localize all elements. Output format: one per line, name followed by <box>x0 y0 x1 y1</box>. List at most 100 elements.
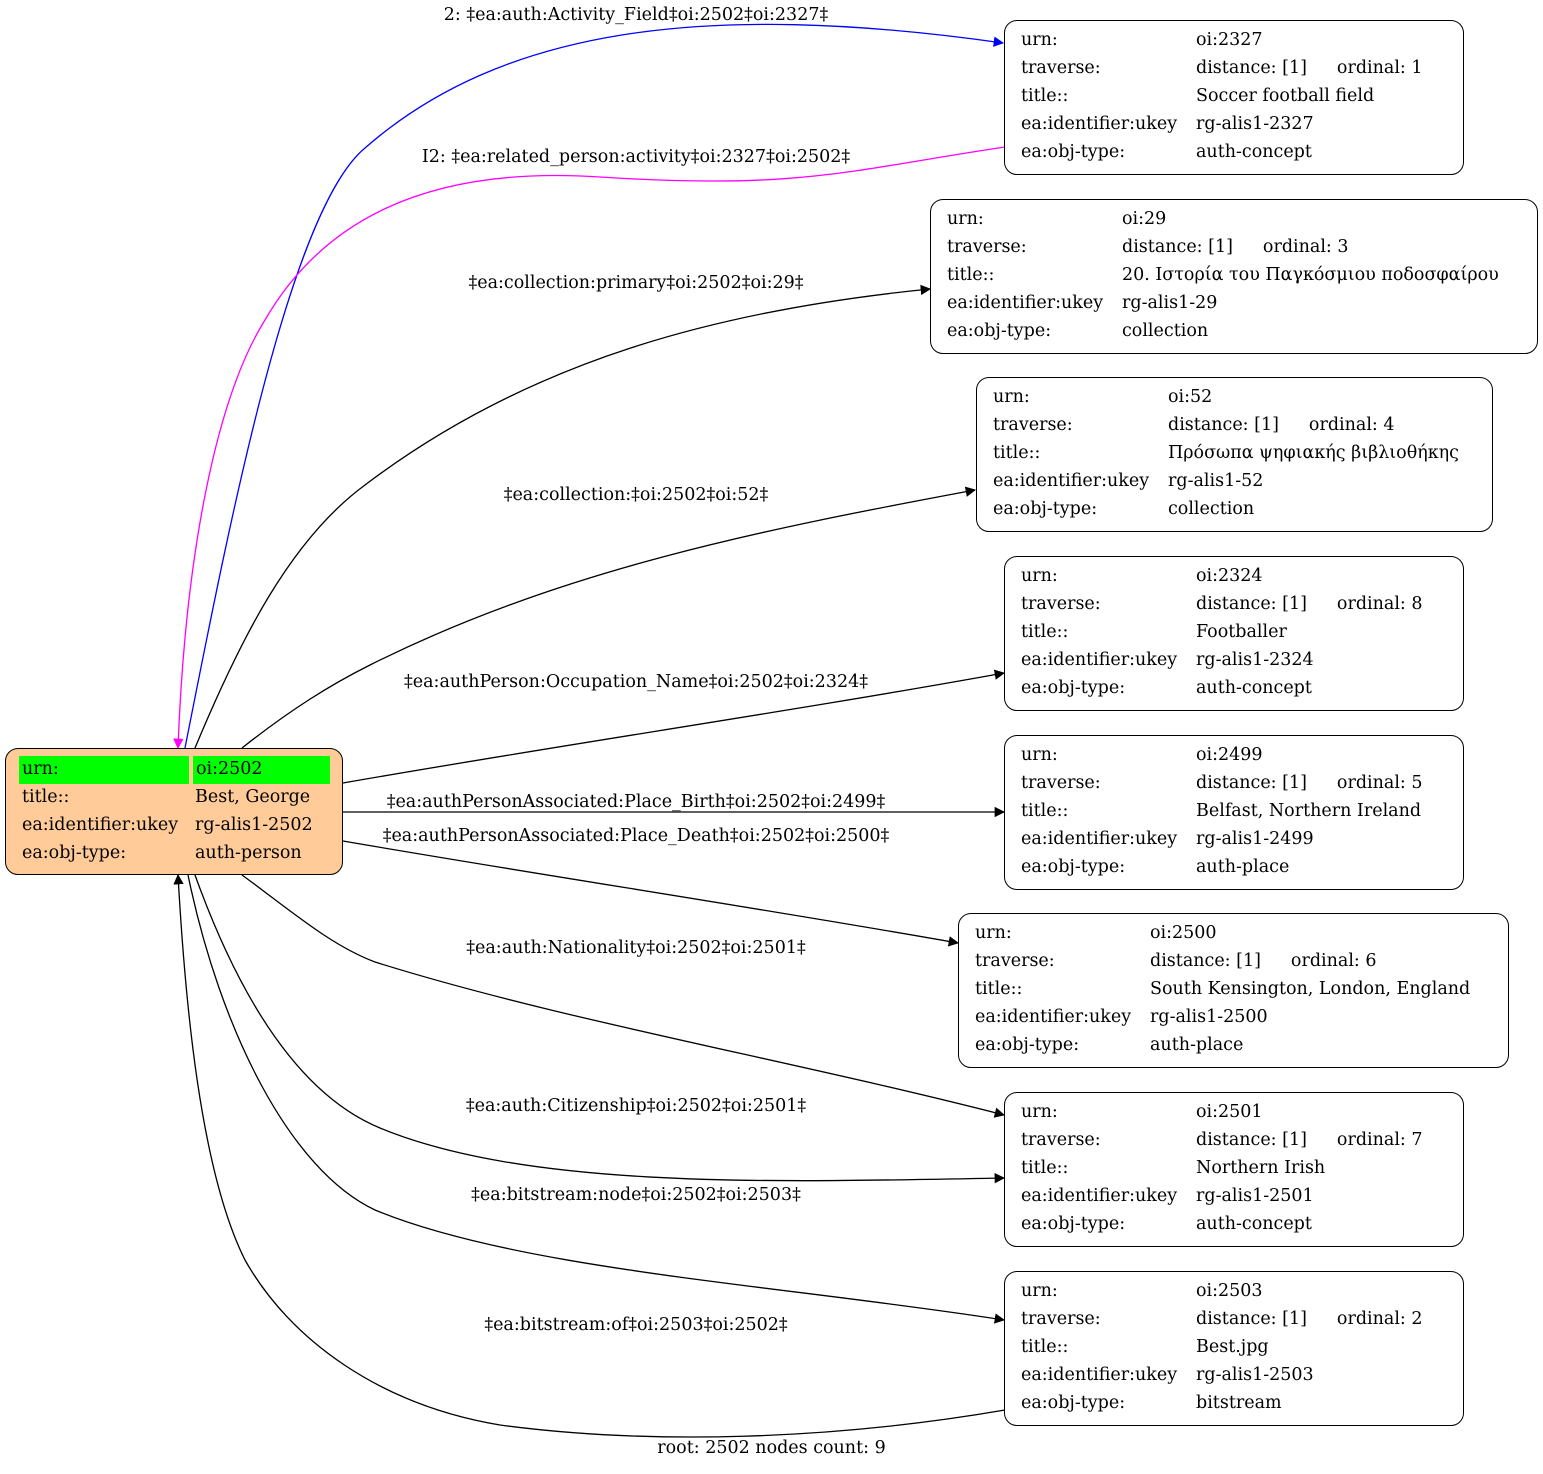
node-row-obj-type: ea:obj-type: collection <box>993 496 1492 524</box>
node-value-distance: distance: [1] <box>1196 773 1307 793</box>
edge-label-collection: ‡ea:collection:‡oi:2502‡oi:52‡ <box>504 485 769 505</box>
root-row-obj-type: ea:obj-type: auth-person <box>19 840 342 868</box>
node-row-title: title::Soccer football field <box>1021 83 1463 111</box>
node-value-distance: distance: [1] <box>1196 594 1307 614</box>
node-row-urn: urn: oi:29 <box>947 206 1537 234</box>
node-key-ukey: ea:identifier:ukey <box>1021 1186 1178 1206</box>
root-row-ukey: ea:identifier:ukey rg-alis1-2502 <box>19 812 342 840</box>
node-row-obj-type: ea:obj-type:auth-concept <box>1021 675 1463 703</box>
node-value-obj-type: auth-concept <box>1196 678 1312 698</box>
node-row-title: title::Northern Irish <box>1021 1155 1463 1183</box>
node-value-obj-type: bitstream <box>1196 1393 1282 1413</box>
root-value-urn: oi:2502 <box>193 756 330 784</box>
node-value-urn: oi:52 <box>1168 387 1213 407</box>
node-value-distance: distance: [1] <box>1168 415 1279 435</box>
node-key-ukey: ea:identifier:ukey <box>1021 650 1178 670</box>
node-key-obj-type: ea:obj-type: <box>1021 142 1126 162</box>
root-row-title: title:: Best, George <box>19 784 342 812</box>
node-value-title: Footballer <box>1196 622 1287 642</box>
node-value-ordinal: ordinal: 2 <box>1336 1309 1423 1329</box>
edge-label-bitstream-node: ‡ea:bitstream:node‡oi:2502‡oi:2503‡ <box>471 1185 801 1205</box>
node-row-ukey: ea:identifier:ukey rg-alis1-2501 <box>1021 1183 1463 1211</box>
node-key-title: title:: <box>975 979 1023 999</box>
node-value-obj-type: auth-place <box>1150 1035 1244 1055</box>
node-row-obj-type: ea:obj-type:auth-place <box>1021 854 1463 882</box>
edge-occupation-name <box>342 669 1006 784</box>
root-value-ukey: rg-alis1-2502 <box>195 815 313 835</box>
node-key-obj-type: ea:obj-type: <box>1021 857 1126 877</box>
node-value-obj-type: collection <box>1168 499 1255 519</box>
node-value-distance: distance: [1] <box>1150 951 1261 971</box>
node-key-ukey: ea:identifier:ukey <box>947 293 1104 313</box>
node-value-ordinal: ordinal: 8 <box>1336 594 1423 614</box>
node-value-ukey: rg-alis1-2501 <box>1196 1186 1314 1206</box>
node-row-urn: urn:oi:2500 <box>975 920 1508 948</box>
node-value-urn: oi:2499 <box>1196 745 1263 765</box>
node-value-obj-type: auth-concept <box>1196 1214 1312 1234</box>
node-row-title: title::Footballer <box>1021 619 1463 647</box>
edge-label-occupation-name: ‡ea:authPerson:Occupation_Name‡oi:2502‡o… <box>404 672 868 692</box>
node-row-urn: urn:oi:2327 <box>1021 27 1463 55</box>
edge-collection-primary <box>194 284 932 749</box>
node-value-urn: oi:29 <box>1122 209 1167 229</box>
node-row-traverse: traverse: distance: [1] ordinal: 5 <box>1021 770 1463 798</box>
node-value-title: South Kensington, London, England <box>1150 979 1471 999</box>
node-row-traverse: traverse:distance: [1]ordinal: 6 <box>975 948 1508 976</box>
root-node[interactable]: urn: oi:2502 title:: Best, George ea:ide… <box>5 748 343 875</box>
node-key-ukey: ea:identifier:ukey <box>1021 829 1178 849</box>
node-value-distance: distance: [1] <box>1196 1309 1307 1329</box>
node-row-obj-type: ea:obj-type:bitstream <box>1021 1390 1463 1418</box>
node-value-obj-type: auth-concept <box>1196 142 1312 162</box>
edge-collection <box>241 486 977 749</box>
node-value-distance: distance: [1] <box>1122 237 1233 257</box>
node-row-obj-type: ea:obj-type: auth-concept <box>1021 139 1463 167</box>
node-key-title: title:: <box>947 265 995 285</box>
node-row-urn: urn:oi:2324 <box>1021 563 1463 591</box>
root-key-title: title:: <box>22 787 70 807</box>
node-key-traverse: traverse: <box>1021 773 1101 793</box>
node-value-ordinal: ordinal: 6 <box>1290 951 1377 971</box>
node-value-title: 20. Ιστορία του Παγκόσμιου ποδοσφαίρου <box>1122 265 1499 285</box>
node-value-ordinal: ordinal: 3 <box>1262 237 1349 257</box>
edge-label-place-death: ‡ea:authPersonAssociated:Place_Death‡oi:… <box>383 826 890 846</box>
node-value-ordinal: ordinal: 5 <box>1336 773 1423 793</box>
node-row-obj-type: ea:obj-type:auth-place <box>975 1032 1508 1060</box>
root-value-obj-type: auth-person <box>195 843 302 863</box>
node-key-urn: urn: <box>947 209 984 229</box>
node-value-ukey: rg-alis1-2324 <box>1196 650 1314 670</box>
node-key-title: title:: <box>1021 1337 1069 1357</box>
node-key-title: title:: <box>993 443 1041 463</box>
edge-bitstream-node <box>187 874 1006 1324</box>
node-key-obj-type: ea:obj-type: <box>993 499 1098 519</box>
node-row-title: title::Best.jpg <box>1021 1334 1463 1362</box>
node-value-obj-type: collection <box>1122 321 1209 341</box>
root-key-urn: urn: <box>19 756 189 784</box>
node-row-traverse: traverse:distance: [1]ordinal: 8 <box>1021 591 1463 619</box>
root-key-ukey: ea:identifier:ukey <box>22 815 179 835</box>
node-row-title: title::Belfast, Northern Ireland <box>1021 798 1463 826</box>
node-row-traverse: traverse:distance: [1]ordinal: 3 <box>947 234 1537 262</box>
node-row-urn: urn:oi:2501 <box>1021 1099 1463 1127</box>
root-row-urn: urn: oi:2502 <box>19 756 342 784</box>
node-key-title: title:: <box>1021 801 1069 821</box>
node-key-traverse: traverse: <box>993 415 1073 435</box>
node-key-urn: urn: <box>975 923 1012 943</box>
node-value-urn: oi:2324 <box>1196 566 1263 586</box>
node-key-title: title:: <box>1021 622 1069 642</box>
edge-label-collection-primary: ‡ea:collection:primary‡oi:2502‡oi:29‡ <box>468 273 803 293</box>
node-key-title: title:: <box>1021 1158 1069 1178</box>
node-row-ukey: ea:identifier:ukey rg-alis1-2324 <box>1021 647 1463 675</box>
